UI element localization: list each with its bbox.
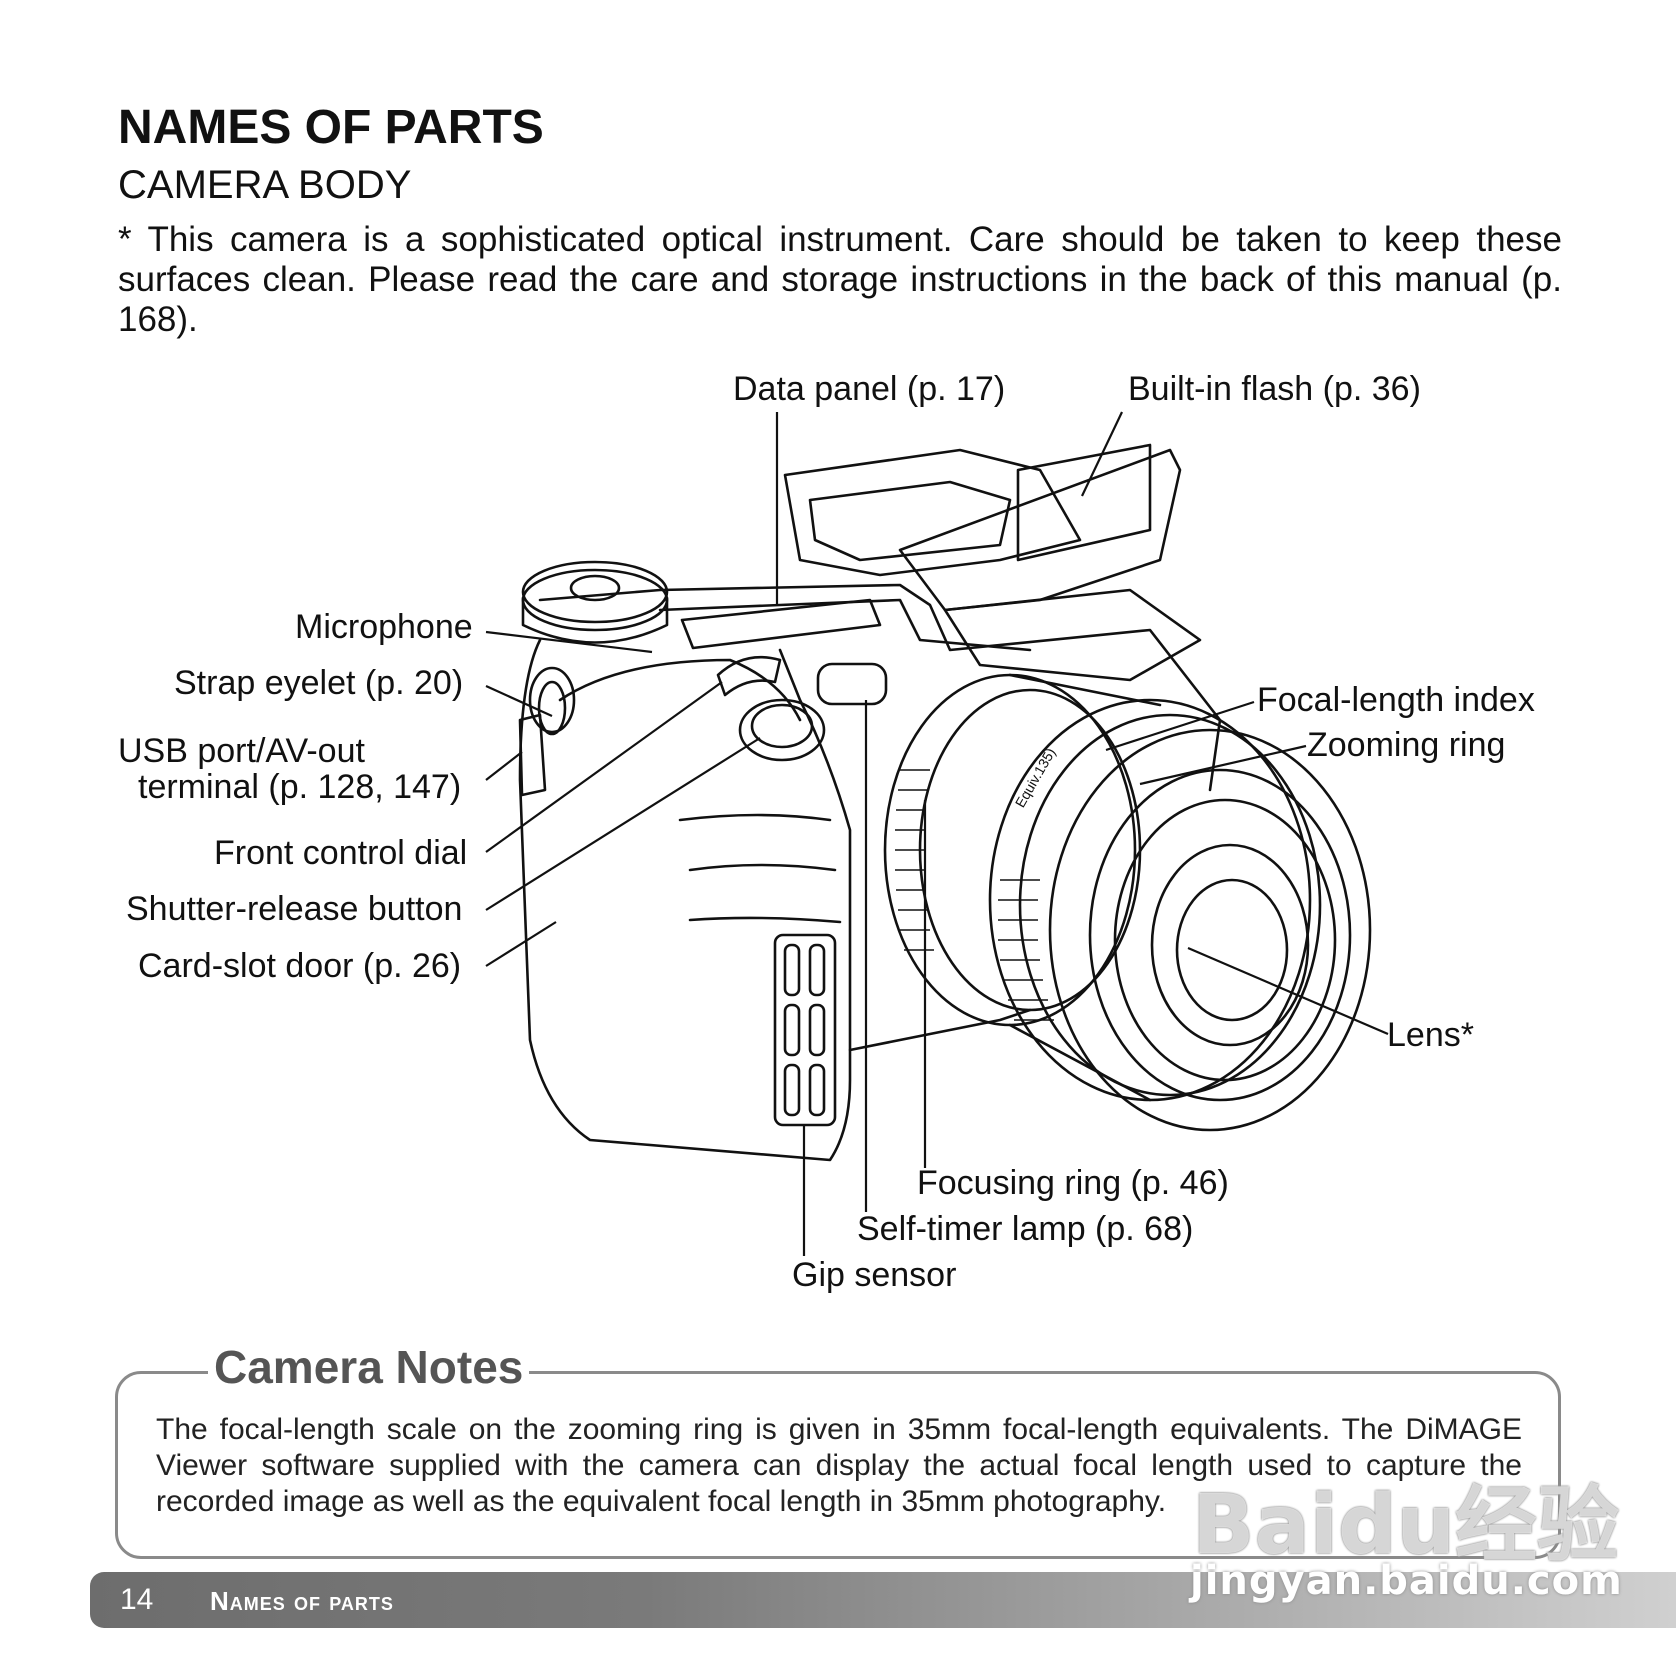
label-built-in-flash: Built-in flash (p. 36) <box>1128 370 1421 408</box>
label-shutter-release: Shutter-release button <box>126 890 462 928</box>
label-microphone: Microphone <box>295 608 473 646</box>
baidu-watermark-url: jingyan.baidu.com <box>1190 1558 1623 1604</box>
footer-section-title: Names of parts <box>210 1586 394 1617</box>
label-card-slot: Card-slot door (p. 26) <box>138 947 461 985</box>
leader-shutter <box>486 738 760 910</box>
leader-card-slot <box>486 922 556 966</box>
label-lens: Lens* <box>1387 1016 1474 1054</box>
leader-flash <box>1082 412 1122 496</box>
front-dial <box>718 657 780 695</box>
leader-usb <box>486 752 522 780</box>
label-usb-line2: terminal (p. 128, 147) <box>138 768 461 806</box>
label-self-timer: Self-timer lamp (p. 68) <box>857 1210 1193 1248</box>
label-front-control-dial: Front control dial <box>214 834 467 872</box>
label-focal-length-index: Focal-length index <box>1257 681 1535 719</box>
strap-eyelet <box>530 668 574 732</box>
label-data-panel: Data panel (p. 17) <box>733 370 1005 408</box>
label-grip-sensor: Gip sensor <box>792 1256 956 1294</box>
page-number: 14 <box>120 1583 153 1617</box>
flash-head <box>900 450 1180 610</box>
camera-notes-title: Camera Notes <box>208 1340 529 1394</box>
leader-microphone <box>486 632 652 652</box>
self-timer-window <box>818 664 886 704</box>
leader-focal-index <box>1106 702 1254 750</box>
label-strap-eyelet: Strap eyelet (p. 20) <box>174 664 463 702</box>
usb-door <box>520 715 545 795</box>
label-focusing-ring: Focusing ring (p. 46) <box>917 1164 1229 1202</box>
label-zooming-ring: Zooming ring <box>1307 726 1505 764</box>
label-usb-line1: USB port/AV-out <box>118 732 365 770</box>
lens-marking: Equiv.135) <box>1012 745 1059 810</box>
